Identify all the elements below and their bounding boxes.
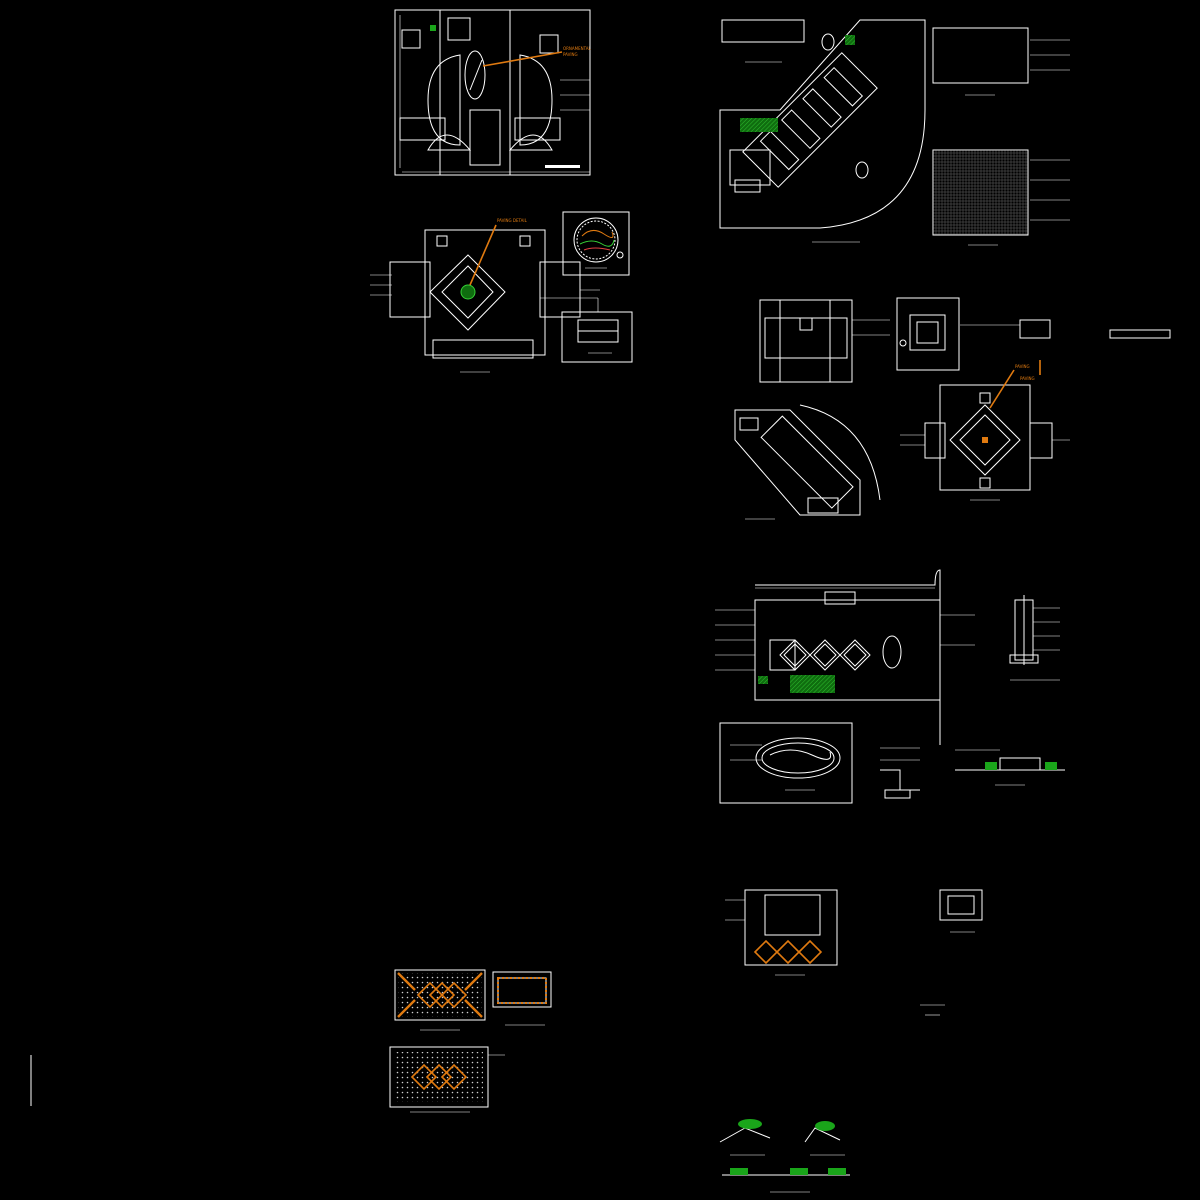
paving-pattern-a — [932, 27, 1070, 96]
cross-plaza-plan: PAVING DETAIL — [370, 218, 600, 373]
promenade-plan — [715, 569, 975, 745]
orange-diamond-paving-2 — [389, 1046, 505, 1113]
svg-text:ORNAMENTAL: ORNAMENTAL — [563, 46, 591, 51]
bench-detail — [561, 311, 633, 363]
oval-feature-detail — [719, 722, 853, 804]
orange-paving-strip — [492, 971, 552, 1026]
diagonal-walk-plan — [719, 19, 926, 243]
planting-sections — [719, 1119, 850, 1193]
wall-section — [1009, 595, 1060, 681]
svg-text:PAVING DETAIL: PAVING DETAIL — [497, 218, 528, 223]
paving-pattern-b — [932, 149, 1070, 246]
edge-section — [955, 749, 1065, 786]
planter-section — [880, 747, 920, 799]
diamond-panel-plan — [725, 889, 838, 976]
small-plaza-plan — [759, 299, 890, 383]
small-detail — [920, 889, 983, 1016]
svg-text:PAVING: PAVING — [1015, 364, 1030, 369]
entrance-plaza-plan: ORNAMENTAL PAVING — [394, 9, 591, 176]
svg-text:PAVING: PAVING — [563, 52, 578, 57]
diamond-plaza-plan: PAVING — [900, 364, 1070, 501]
orange-diamond-paving-1 — [394, 969, 486, 1031]
diagonal-section-plan — [734, 404, 881, 520]
round-planter-detail — [562, 211, 630, 276]
svg-text:PAVING: PAVING — [1020, 376, 1035, 381]
square-detail: PAVING — [896, 297, 1171, 381]
